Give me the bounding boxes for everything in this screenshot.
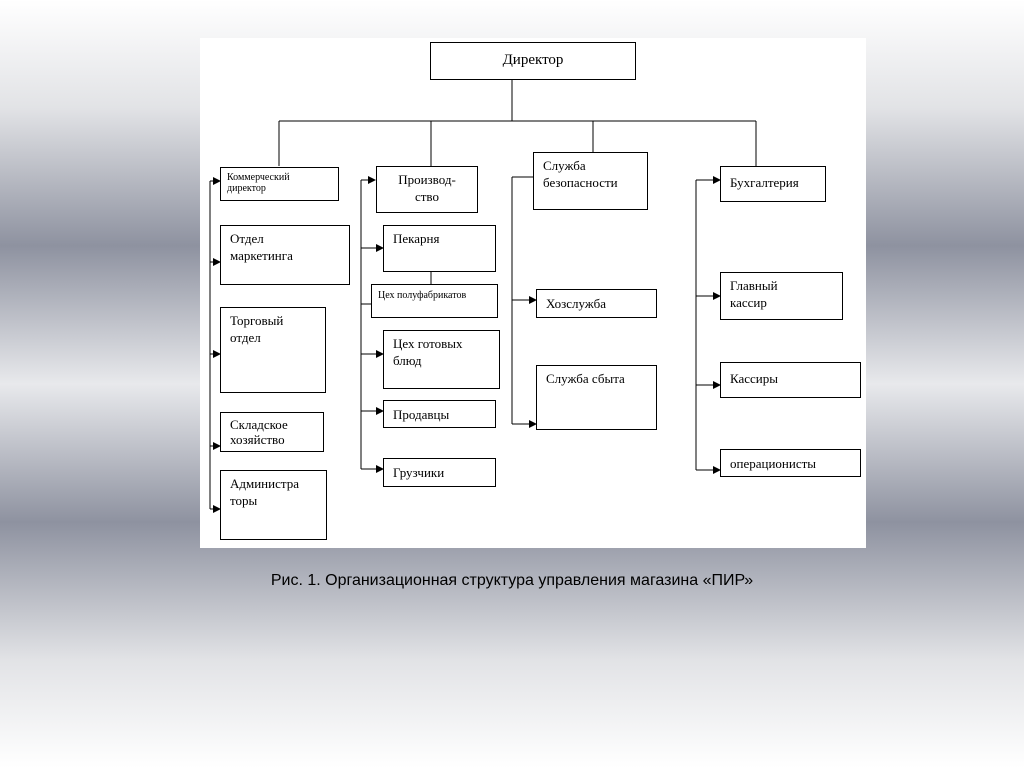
box-semi-finished-shop: Цех полуфабрикатов	[371, 284, 498, 318]
box-sales-dept: Торговый отдел	[220, 307, 326, 393]
box-commercial-director: Коммерческий директор	[220, 167, 339, 201]
box-sellers: Продавцы	[383, 400, 496, 428]
connector-lines	[209, 80, 757, 513]
box-maintenance-service: Хозслужба	[536, 289, 657, 318]
box-accounting: Бухгалтерия	[720, 166, 826, 202]
box-production: Производ- ство	[376, 166, 478, 213]
box-security-service: Служба безопасности	[533, 152, 648, 210]
box-bakery: Пекарня	[383, 225, 496, 272]
box-operators: операционисты	[720, 449, 861, 477]
box-director: Директор	[430, 42, 636, 80]
org-chart: Директор Коммерческий директор Отдел мар…	[200, 38, 866, 548]
figure-caption: Рис. 1. Организационная структура управл…	[270, 572, 754, 589]
box-ready-meals-shop: Цех готовых блюд	[383, 330, 500, 389]
box-marketing-dept: Отдел маркетинга	[220, 225, 350, 285]
box-warehouse: Складское хозяйство	[220, 412, 324, 452]
box-cashiers: Кассиры	[720, 362, 861, 398]
box-loaders: Грузчики	[383, 458, 496, 487]
box-chief-cashier: Главный кассир	[720, 272, 843, 320]
box-administrators: Администра торы	[220, 470, 327, 540]
box-sales-service: Служба сбыта	[536, 365, 657, 430]
